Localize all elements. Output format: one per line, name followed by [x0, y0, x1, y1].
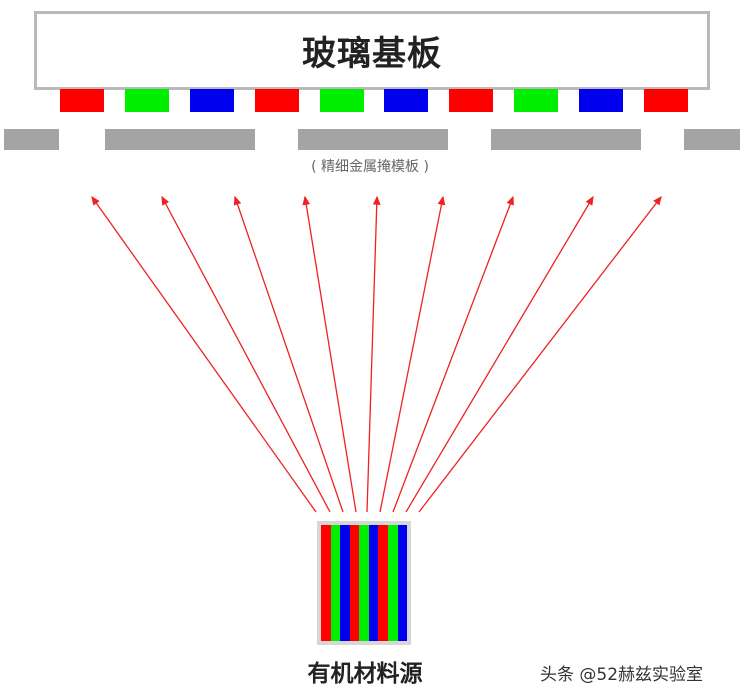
stripe: [321, 525, 331, 641]
subpixel: [255, 89, 299, 112]
arrow: [392, 195, 514, 513]
source-label: 有机材料源: [307, 661, 423, 687]
mask-segment: [491, 129, 641, 150]
mask-segment: [4, 129, 59, 150]
arrow: [91, 195, 317, 513]
mask-label: ( 精细金属掩模板 ): [311, 159, 429, 175]
stripe: [397, 525, 408, 641]
stripe: [387, 525, 398, 641]
stripe: [368, 525, 379, 641]
watermark: 头条 @52赫兹实验室: [540, 665, 704, 685]
arrow: [418, 195, 662, 513]
subpixel: [514, 89, 558, 112]
mask-segment: [298, 129, 448, 150]
subpixel: [384, 89, 428, 112]
subpixel: [579, 89, 623, 112]
arrow: [161, 195, 331, 513]
stripe: [349, 525, 360, 641]
subpixel: [644, 89, 688, 112]
arrow: [302, 195, 357, 513]
subpixel: [60, 89, 104, 112]
subpixel: [320, 89, 364, 112]
subpixel: [125, 89, 169, 112]
organic-material-source: [317, 521, 411, 645]
arrow: [379, 195, 446, 513]
subpixel: [190, 89, 234, 112]
stripe: [378, 525, 388, 641]
mask-segment: [105, 129, 255, 150]
subpixel: [449, 89, 493, 112]
stripe: [340, 525, 350, 641]
arrow: [366, 195, 381, 513]
arrow: [233, 195, 344, 513]
stripe: [330, 525, 341, 641]
glass-substrate: 玻璃基板: [34, 11, 710, 90]
stripe: [359, 525, 369, 641]
mask-segment: [684, 129, 740, 150]
arrow: [405, 195, 594, 513]
rgb-stripes: [321, 525, 408, 641]
glass-substrate-label: 玻璃基板: [302, 34, 442, 74]
